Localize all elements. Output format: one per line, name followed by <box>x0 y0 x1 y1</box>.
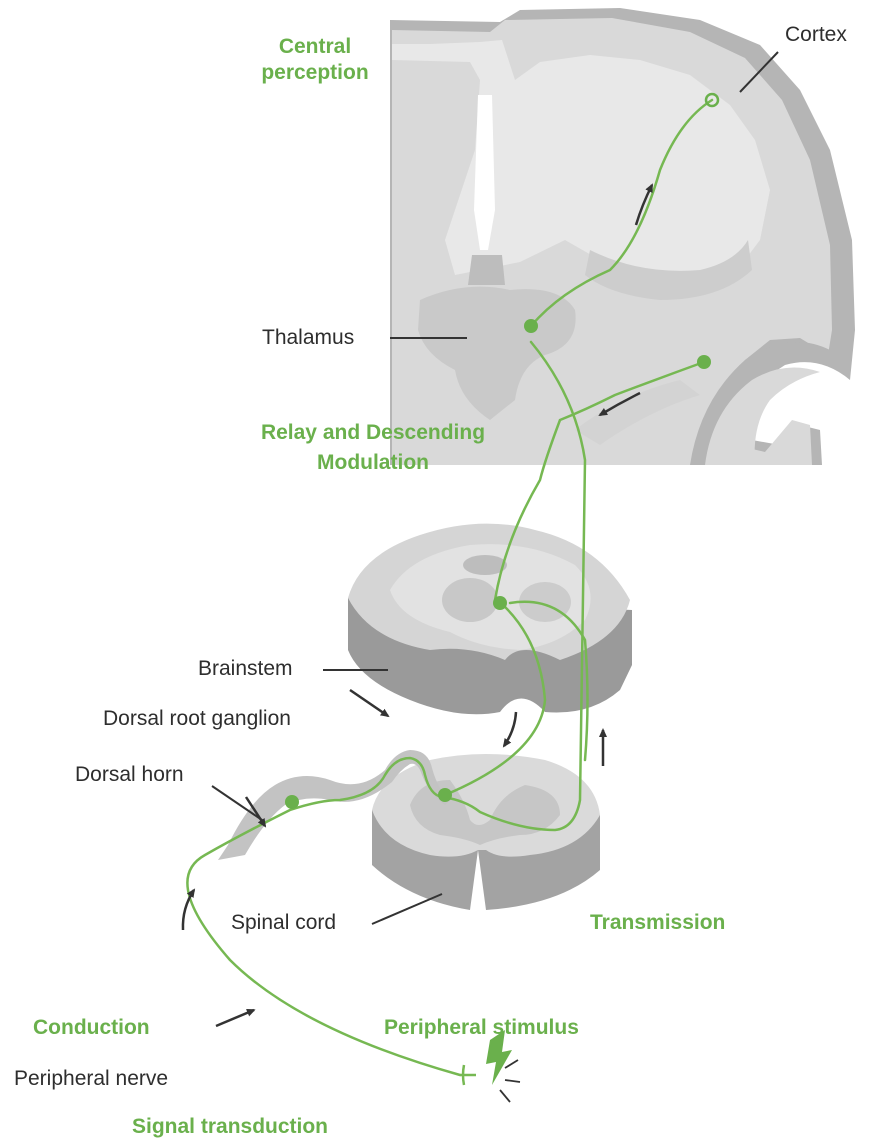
neuron-cell-body-dot <box>285 795 299 809</box>
label-peripheral-nerve: Peripheral nerve <box>14 1066 168 1092</box>
label-cortex: Cortex <box>785 22 847 48</box>
label-thalamus: Thalamus <box>262 325 354 351</box>
flow-arrow-icon <box>350 690 388 716</box>
label-peripheral-stimulus: Peripheral stimulus <box>384 1015 579 1041</box>
neuron-cell-body-dot <box>524 319 538 333</box>
label-transmission: Transmission <box>590 910 725 936</box>
label-dorsal-root-ganglion: Dorsal root ganglion <box>103 706 291 732</box>
label-relay-descending-modulation: Relay and Descending Modulation <box>228 418 518 478</box>
neuron-cell-body-dot <box>493 596 507 610</box>
label-central-perception: Central perception <box>245 34 385 86</box>
flow-arrow-icon <box>216 1010 254 1026</box>
brainstem-block <box>348 524 632 715</box>
label-signal-transduction: Signal transduction <box>132 1114 328 1140</box>
flow-arrow-icon <box>504 712 516 746</box>
neuron-cell-body-dot <box>697 355 711 369</box>
neuron-cell-body-dot <box>438 788 452 802</box>
label-brainstem: Brainstem <box>198 656 293 682</box>
label-conduction: Conduction <box>33 1015 150 1041</box>
brain-section <box>390 8 855 465</box>
label-dorsal-horn: Dorsal horn <box>75 762 184 788</box>
label-spinal-cord: Spinal cord <box>231 910 336 936</box>
